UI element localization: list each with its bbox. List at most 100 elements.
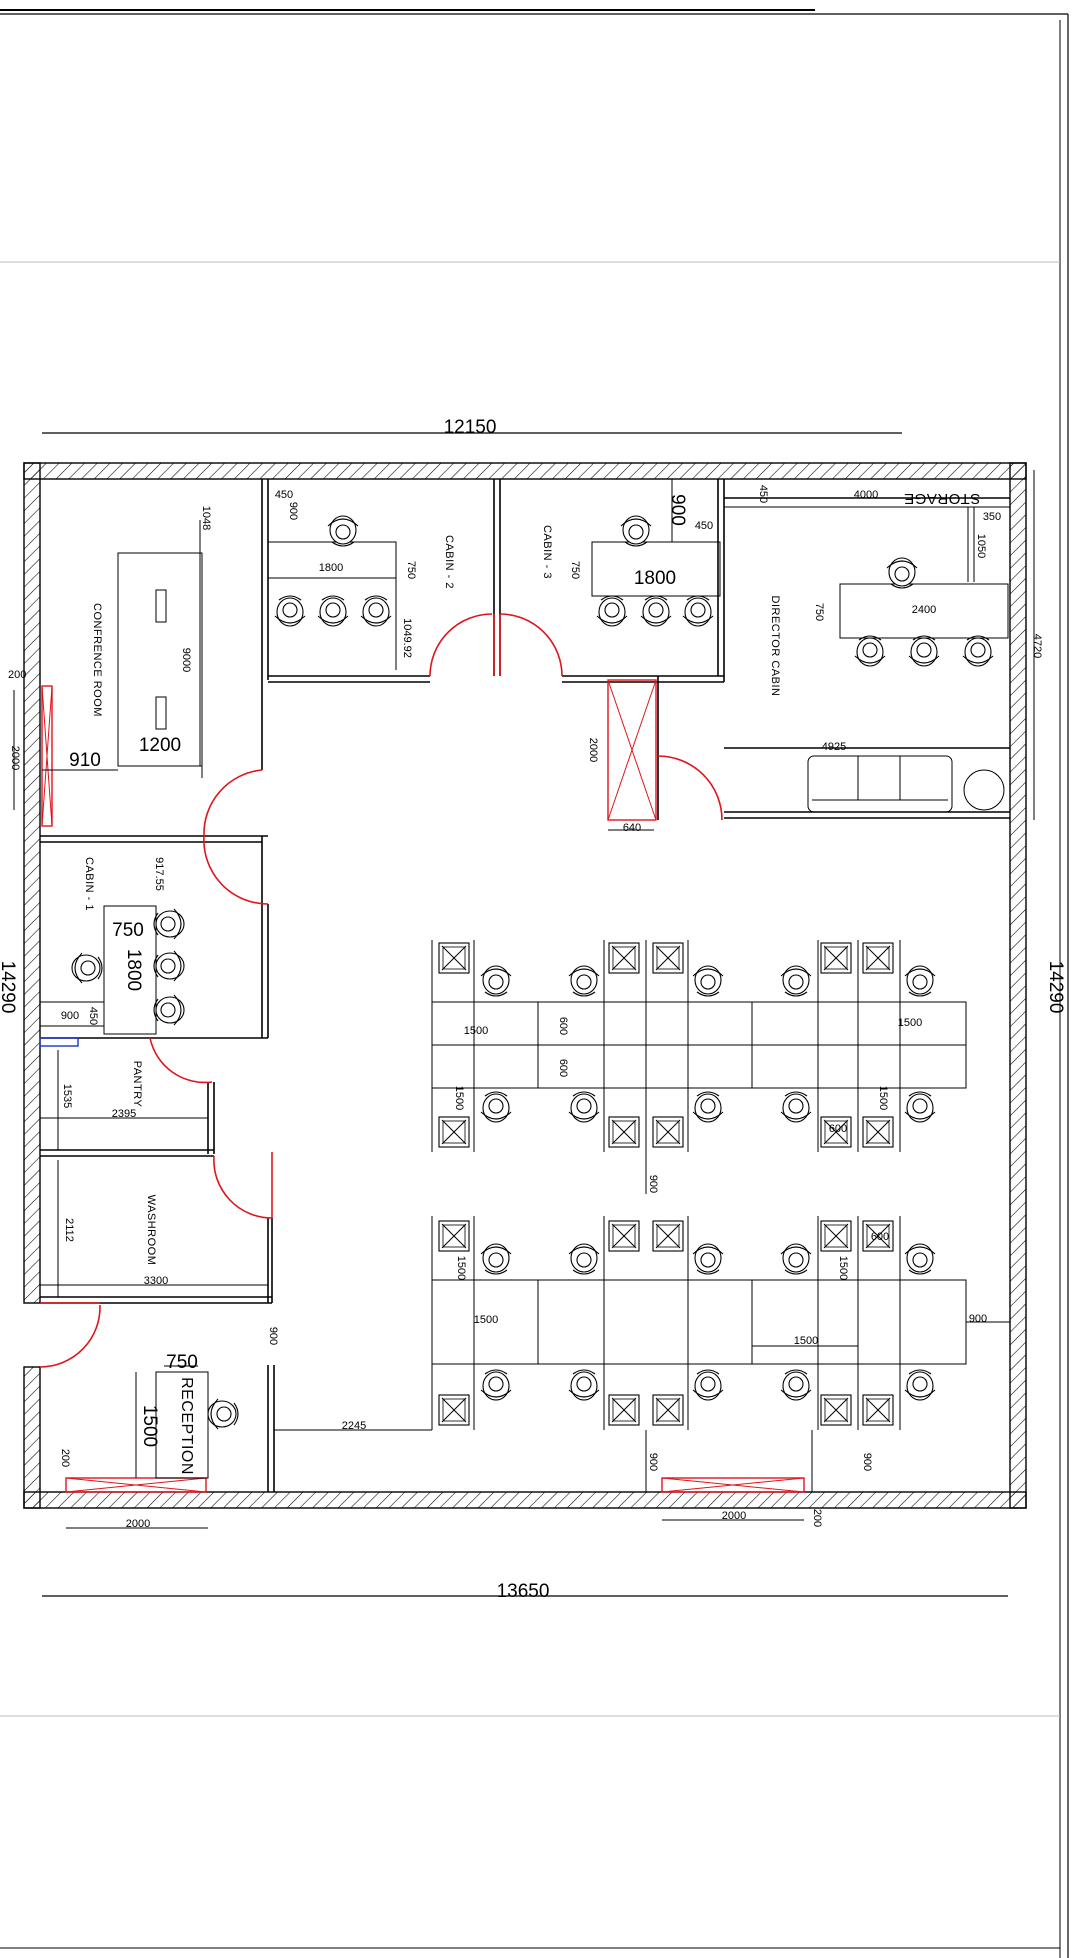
storage-cabinet [652,1394,684,1426]
room-label-reception: RECEPTION [178,1377,195,1475]
dim-dir-450: 450 [757,485,769,503]
dim-c1-1800: 1800 [123,949,144,991]
dim-ws-900b: 900 [969,1313,987,1325]
workstation-chair [692,965,724,997]
workstation-chair [904,965,936,997]
dim-conf-9000: 9000 [180,648,192,672]
workstation-chair [780,1091,812,1123]
dim-ws-1500a: 1500 [464,1025,488,1037]
storage-cabinet [862,1394,894,1426]
workstation-chair [480,1369,512,1401]
dim-ws-600c: 600 [829,1123,847,1135]
storage-cabinet [438,1394,470,1426]
room-label-cabin-3: CABIN - 3 [541,525,553,579]
storage-cabinet [820,1220,852,1252]
dim-ws-1500d: 1500 [877,1086,889,1110]
cabin-3: CABIN - 3 900 450 1800 750 2000 640 [541,479,721,834]
workstation-chair [780,1369,812,1401]
workstation-chair [692,1243,724,1275]
dim-rec-1500: 1500 [139,1405,160,1447]
dim-c1-917: 917.55 [153,857,165,891]
dim-bottom-width: 13650 [497,1581,550,1602]
dim-rec-2000: 2000 [126,1518,150,1530]
dim-ws-1500g: 1500 [474,1314,498,1326]
dim-c2-750: 750 [405,561,417,579]
room-label-washroom: WASHROOM [145,1195,157,1266]
workstation-chair [904,1243,936,1275]
dim-ws-1500h: 1500 [794,1335,818,1347]
dim-conf-1200: 1200 [139,735,181,756]
workstation-block-1 [431,940,967,1194]
dim-c3-450: 450 [695,520,713,532]
dim-ws-600b: 600 [557,1059,569,1077]
storage-cabinet [820,1394,852,1426]
dim-dir-1050: 1050 [975,534,987,558]
dim-rec-200: 200 [59,1449,71,1467]
reception: 750 1500 RECEPTION 200 2000 900 2245 [59,1327,366,1530]
storage-cabinet [652,1116,684,1148]
storage-cabinet [862,942,894,974]
dim-c2-1049: 1049.92 [401,618,413,658]
dim-c2-900: 900 [287,502,299,520]
dim-dir-4720: 4720 [1031,634,1043,658]
dim-wash-2112: 2112 [63,1218,75,1242]
dim-wash-3300: 3300 [144,1275,168,1287]
dim-c1-900: 900 [61,1010,79,1022]
dim-ws-1500b: 1500 [898,1017,922,1029]
dim-ws-1500f: 1500 [837,1256,849,1280]
room-label-director: DIRECTOR CABIN [769,596,781,697]
workstation-chair [692,1369,724,1401]
overall-dimensions: 12150 13650 14290 14290 [0,417,1066,1602]
storage-cabinet [820,942,852,974]
room-label-pantry: PANTRY [131,1061,143,1108]
dim-b-900b: 900 [861,1453,873,1471]
dim-left-height: 14290 [0,961,18,1014]
dim-left-200: 200 [8,669,26,681]
sheet-frame [0,9,1069,1958]
dim-door-2000: 2000 [587,738,599,762]
dim-c2-450: 450 [275,489,293,501]
dim-conf-1048: 1048 [200,506,212,530]
interior-walls [40,479,1010,1492]
dim-c3-900: 900 [667,494,688,526]
dim-c1-450: 450 [87,1007,99,1025]
workstation-chair [904,1091,936,1123]
workstation-chair [780,965,812,997]
dim-c3-750: 750 [569,561,581,579]
workstation-chair [480,1091,512,1123]
cabin-2: CABIN - 2 450 900 1800 750 1049.92 [267,489,455,670]
dim-ws-600a: 600 [557,1017,569,1035]
dim-rec-750: 750 [166,1352,198,1373]
dim-c3-1800: 1800 [634,568,676,589]
dim-pantry-2395: 2395 [112,1108,136,1120]
dim-ws-1500c: 1500 [453,1086,465,1110]
workstation-chair [692,1091,724,1123]
pantry-washroom: PANTRY 1535 2395 WASHROOM 2112 3300 [40,1050,268,1297]
workstation-chair [568,1091,600,1123]
director-cabin: STORAGE DIRECTOR CABIN 450 4000 350 1050… [724,485,1043,813]
workstation-chair [568,965,600,997]
dim-ws-900a: 900 [647,1175,659,1193]
storage-cabinet [652,1220,684,1252]
dim-pantry-1535: 1535 [61,1084,73,1108]
dim-w-2245: 2245 [342,1420,366,1432]
dim-ws-600d: 600 [871,1231,889,1243]
room-label-storage: STORAGE [904,490,981,507]
dim-c1-750: 750 [112,920,144,941]
dim-dir-750: 750 [813,603,825,621]
storage-cabinet [608,942,640,974]
dim-right-height: 14290 [1045,961,1066,1014]
workstation-chair [480,965,512,997]
dim-b-200: 200 [811,1509,823,1527]
dim-b-900a: 900 [647,1453,659,1471]
dim-door-640: 640 [623,822,641,834]
dim-b-2000: 2000 [722,1510,746,1522]
storage-cabinet [438,1116,470,1148]
storage-cabinet [608,1394,640,1426]
dim-dir-4925: 4925 [822,741,846,753]
dim-top-width: 12150 [444,417,497,438]
dim-ws-1500e: 1500 [455,1256,467,1280]
workstation-area: 1500 600 600 1500 1500 1500 600 900 1500… [431,940,1010,1527]
workstation-chair [568,1243,600,1275]
